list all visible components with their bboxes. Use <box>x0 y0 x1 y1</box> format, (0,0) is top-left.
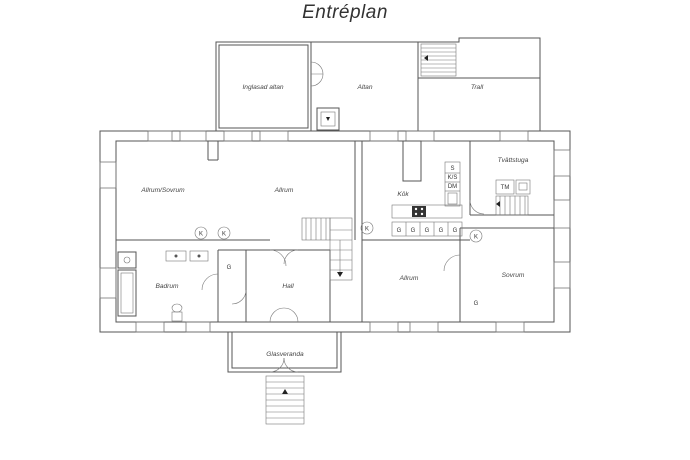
chimney <box>402 140 422 182</box>
g-label: G <box>411 228 416 234</box>
symbols: K K K K G G G G G G G S K/S DM TM <box>194 166 510 307</box>
entrance-stairs <box>265 375 305 425</box>
altan-trall-outline <box>311 37 541 131</box>
g-cabinets <box>391 221 463 237</box>
upper-stairs <box>420 43 457 77</box>
main-building <box>99 130 571 333</box>
g-label: G <box>474 301 479 307</box>
toilet-icon <box>171 303 183 322</box>
k-marker <box>217 226 231 240</box>
g-label: G <box>425 228 430 234</box>
k-label: K <box>222 232 226 238</box>
fireplace-icon <box>316 107 340 131</box>
g-label: G <box>453 228 458 234</box>
glasveranda <box>227 331 342 373</box>
hall-stairs <box>301 217 353 281</box>
kitchen-appliance-column <box>444 161 461 207</box>
k-label: K <box>474 235 478 241</box>
kitchen-counter <box>391 204 463 219</box>
bottom-windows <box>135 321 525 333</box>
side-windows <box>99 149 571 299</box>
room-label-badrum: Badrum <box>155 283 179 290</box>
top-windows <box>147 130 529 142</box>
room-label-allrum-sovrum: Allrum/Sovrum <box>140 187 185 194</box>
plan-title: Entréplan <box>302 2 388 23</box>
k-marker <box>469 229 483 243</box>
laundry-stairs <box>495 195 529 216</box>
dm-label: DM <box>448 184 457 190</box>
g-label: G <box>227 265 232 271</box>
upper-terraces <box>215 37 541 132</box>
k-marker <box>360 221 374 235</box>
s-label: S <box>450 166 454 172</box>
room-label-tvattstuga: Tvättstuga <box>498 157 529 164</box>
shower-icon <box>117 251 137 269</box>
altan-door <box>310 61 324 75</box>
sinks-icon <box>165 250 209 262</box>
room-label-altan: Altan <box>356 84 372 91</box>
k-marker <box>194 226 208 240</box>
doors <box>201 199 485 323</box>
room-label-inglasad-altan: Inglasad altan <box>242 84 283 91</box>
inglasad-altan-glass <box>218 44 309 129</box>
room-label-hall: Hall <box>282 283 294 290</box>
g-label: G <box>397 228 402 234</box>
interior-walls <box>116 140 554 322</box>
bathtub-icon <box>117 269 137 317</box>
tm-label: TM <box>501 185 510 191</box>
room-label-glasveranda: Glasveranda <box>266 351 304 358</box>
inner-wall <box>115 140 555 323</box>
room-label-kok: Kök <box>397 191 409 198</box>
room-label-allrum-2: Allrum <box>399 275 419 282</box>
room-labels: Inglasad altan Altan Trall Allrum/Sovrum… <box>140 84 528 358</box>
room-label-trall: Trall <box>471 84 484 91</box>
room-label-allrum: Allrum <box>274 187 294 194</box>
g-label: G <box>439 228 444 234</box>
k-label: K <box>365 227 369 233</box>
ks-label: K/S <box>448 175 458 181</box>
laundry-machines <box>495 179 531 195</box>
k-label: K <box>199 232 203 238</box>
room-label-sovrum: Sovrum <box>502 272 525 279</box>
